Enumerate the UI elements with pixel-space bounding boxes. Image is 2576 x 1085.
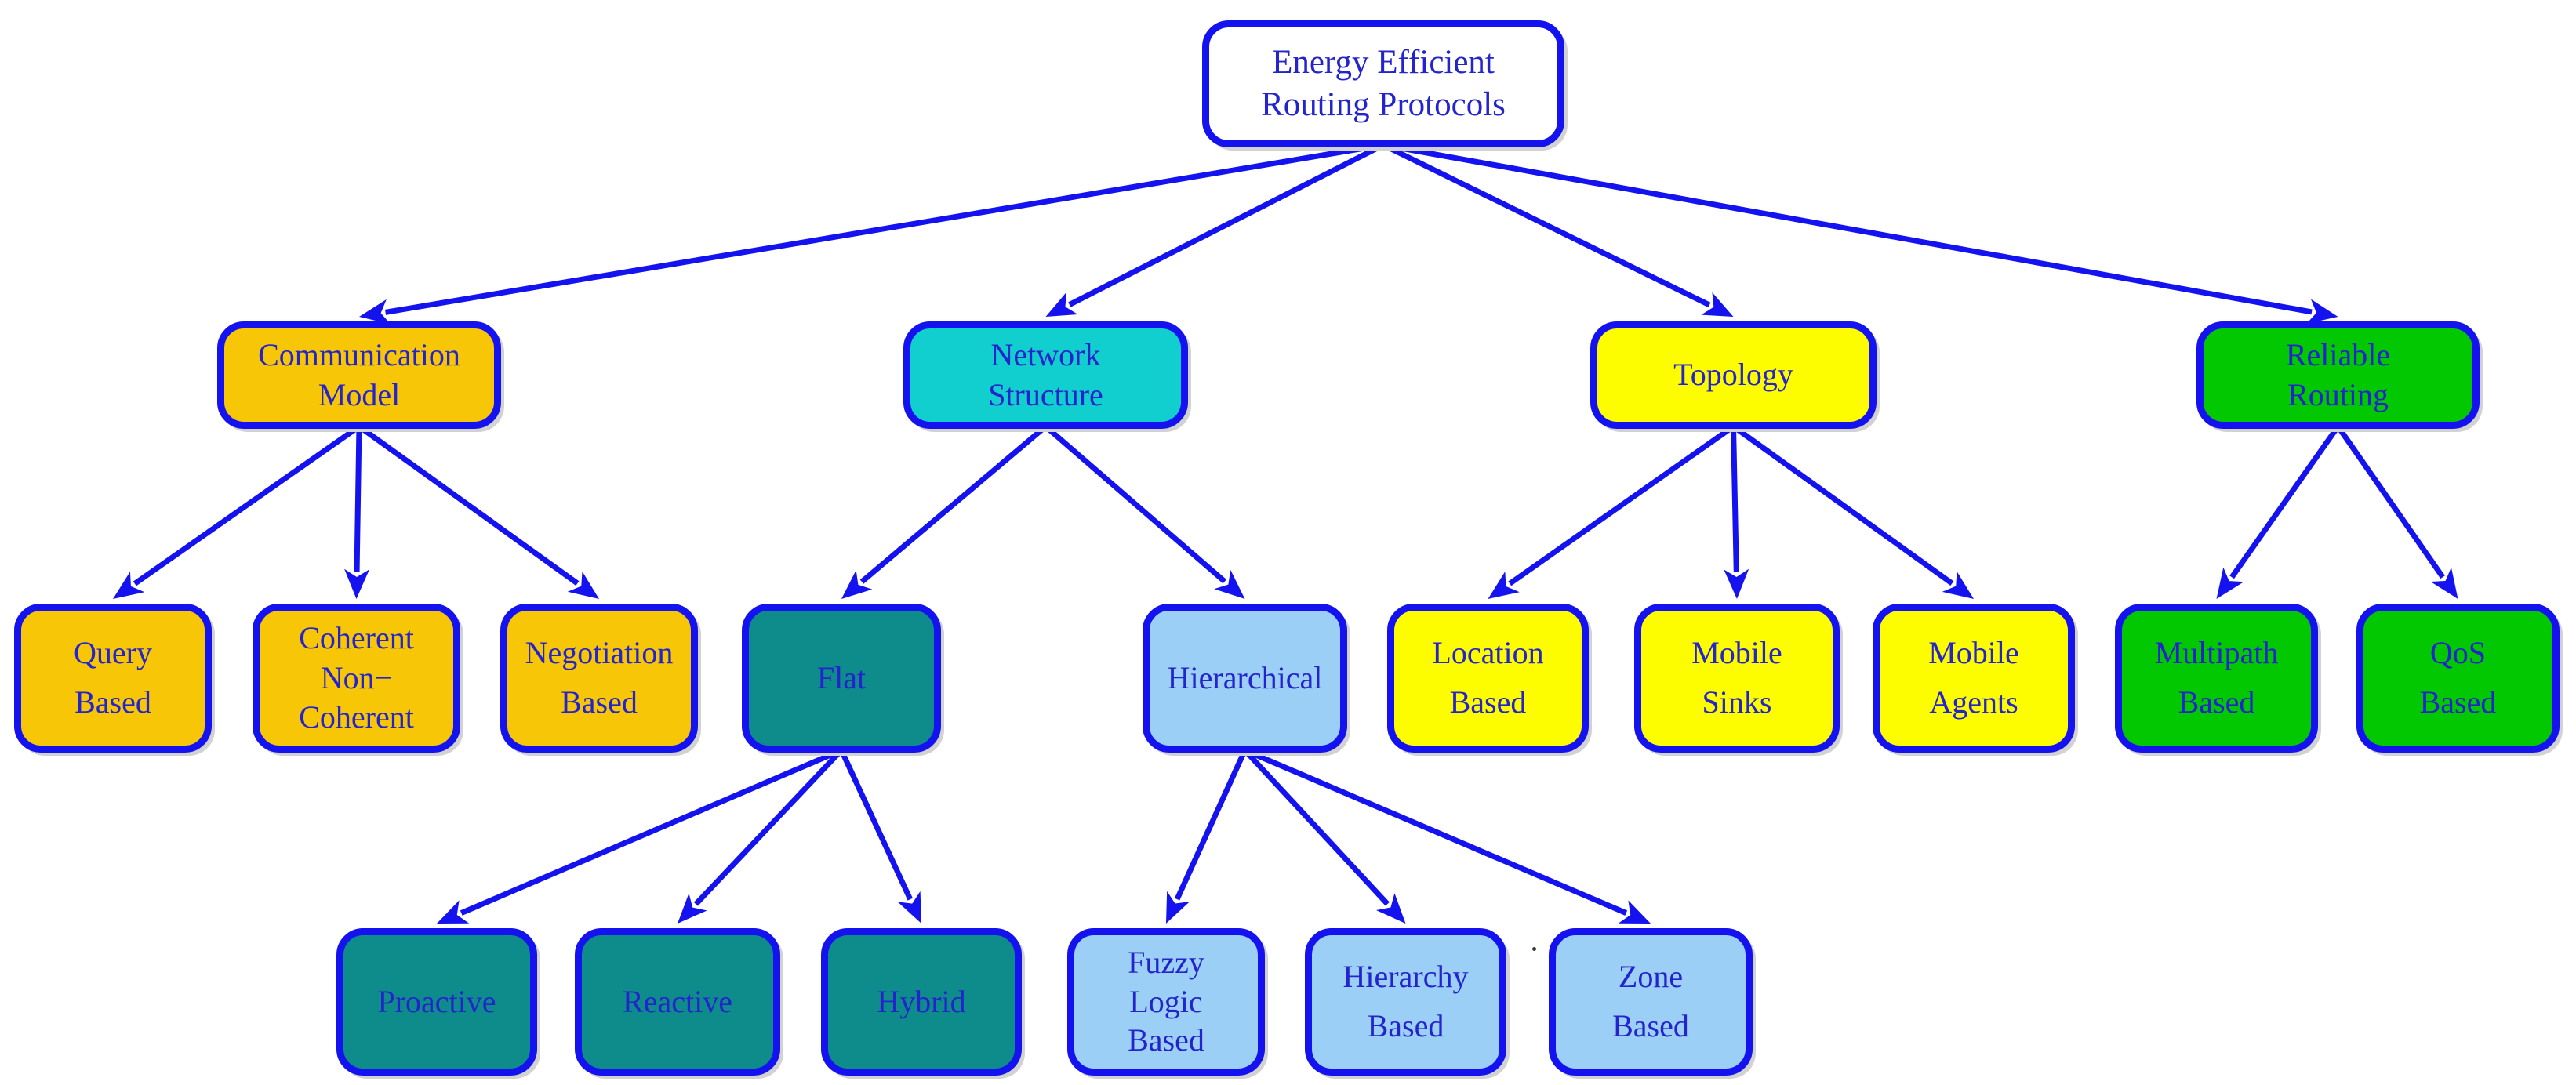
edge-communication-model-query-based [112,424,362,599]
node-coherent-non-coherent-label-line: Non− [320,659,393,695]
node-topology-label-line: Topology [1673,357,1793,393]
node-root-label-line: Routing Protocols [1261,86,1506,123]
edge-flat-hybrid [838,749,922,924]
edge-root-reliable-routing [1382,142,2338,325]
node-mobile-agents-label-line: Agents [1929,684,2018,720]
node-location-based-label-line: Location [1432,635,1544,671]
node-zone-based-label-line: Based [1612,1007,1689,1043]
edge-topology-mobile-sinks [1724,426,1749,599]
node-communication-model-label-line: Model [318,376,401,412]
edge-root-topology [1382,142,1734,317]
node-hybrid: Hybrid [821,928,1022,1076]
node-reactive-label-line: Reactive [623,983,732,1019]
edge-flat-reactive [678,748,844,924]
node-fuzzy-logic-based-label-line: Fuzzy [1128,944,1204,980]
node-query-based-label-line: Based [74,684,151,720]
node-fuzzy-logic-based-label-line: Logic [1129,983,1203,1019]
node-mobile-agents-label-line: Mobile [1928,635,2019,671]
edge-root-communication-model [359,142,1384,325]
stray-dot-artifact [1532,947,1536,951]
node-reliable-routing-label-line: Routing [2287,376,2389,412]
node-reactive: Reactive [575,928,780,1076]
edge-reliable-routing-qos-based [2335,425,2458,599]
node-flat: Flat [742,604,941,753]
node-topology: Topology [1590,321,1877,429]
node-root-label-line: Energy Efficient [1272,43,1495,81]
node-coherent-non-coherent-label-line: Coherent [299,620,414,656]
node-hierarchical-label-line: Hierarchical [1167,659,1323,695]
node-location-based-label-line: Based [1449,684,1527,720]
node-network-structure-label-line: Structure [988,376,1103,412]
node-negotiation-based-label-line: Based [561,684,638,720]
node-zone-based-label-line: Zone [1618,959,1684,995]
node-hierarchy-based-label-line: Hierarchy [1342,959,1469,995]
node-qos-based-label-line: QoS [2429,635,2487,671]
node-multipath-based-label-line: Multipath [2154,635,2279,671]
edge-hierarchical-fuzzy-logic-based [1166,749,1248,924]
edge-flat-proactive [437,747,843,924]
node-qos-based-label-line: Based [2419,684,2497,720]
node-hierarchy-based-label-line: Based [1367,1007,1444,1043]
edge-hierarchical-zone-based [1244,747,1651,924]
node-proactive-label-line: Proactive [377,983,496,1019]
node-proactive: Proactive [336,928,537,1076]
node-negotiation-based-label-line: Negotiation [525,635,674,671]
node-flat-label-line: Flat [816,659,867,695]
node-mobile-sinks-label-line: Mobile [1691,635,1782,671]
edge-topology-location-based [1488,424,1735,599]
node-hierarchical: Hierarchical [1143,604,1347,753]
node-coherent-non-coherent-label-line: Coherent [299,699,414,735]
edge-network-structure-flat [841,424,1048,600]
edge-topology-mobile-agents [1731,424,1975,599]
edge-network-structure-hierarchical [1044,424,1245,599]
edge-communication-model-negotiation-based [357,424,600,599]
node-reliable-routing-label-line: Reliable [2285,336,2391,372]
edge-reliable-routing-multipath-based [2216,424,2341,600]
node-hybrid-label-line: Hybrid [877,983,966,1019]
edge-root-network-structure [1045,142,1385,317]
node-network-structure-label-line: Network [990,336,1101,372]
node-communication-model-label-line: Communication [258,336,460,372]
node-multipath-based-label-line: Based [2178,684,2255,720]
edge-hierarchical-hierarchy-based [1242,748,1406,924]
node-mobile-sinks-label-line: Sinks [1702,684,1772,720]
node-query-based-label-line: Query [74,635,152,671]
edge-communication-model-coherent-non-coherent [344,426,370,599]
node-qos-based: QoS Based [2356,604,2560,753]
node-fuzzy-logic-based-label-line: Based [1128,1022,1204,1058]
